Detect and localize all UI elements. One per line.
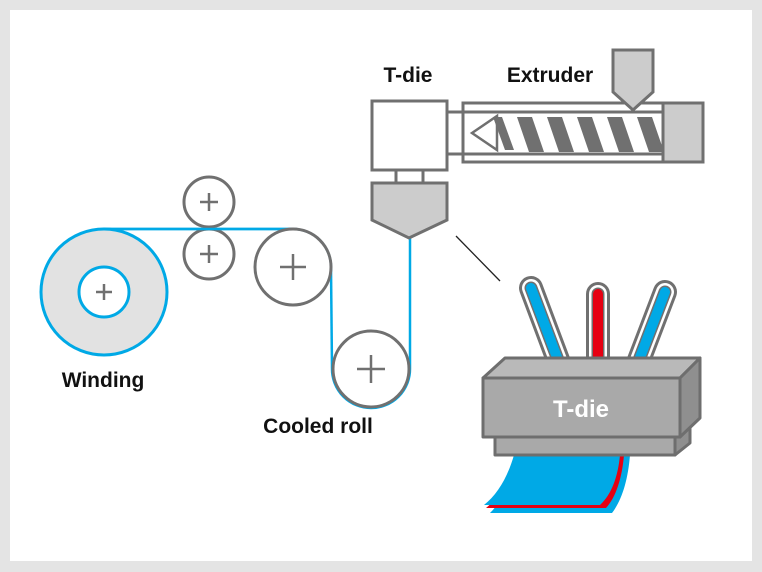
extruder-motor	[661, 101, 705, 164]
extruder-screw	[469, 113, 662, 153]
nip-roller-upper	[182, 175, 236, 229]
extruder-label: Extruder	[507, 64, 593, 87]
diagram-canvas: T-die T-die Extruder Winding Cooled roll	[10, 10, 752, 561]
guide-roller	[253, 227, 333, 307]
cooled-roll	[331, 329, 411, 409]
film-sheet-front	[484, 455, 620, 505]
t-die-nozzle	[370, 181, 449, 240]
plus-icon	[200, 193, 218, 211]
t-die-label: T-die	[383, 64, 432, 87]
plus-icon	[200, 245, 218, 263]
plus-icon	[357, 355, 385, 383]
winding-roll	[39, 227, 169, 357]
plus-icon	[280, 254, 306, 280]
t-die-neck	[394, 168, 425, 185]
feed-channel-right	[624, 280, 677, 380]
t-die-body	[370, 99, 449, 172]
detail-leader-line	[455, 235, 501, 282]
die-front-face	[481, 376, 682, 439]
die-top-face	[481, 356, 702, 380]
nip-roller-lower	[182, 227, 236, 281]
winding-label: Winding	[62, 369, 145, 392]
hopper	[611, 48, 655, 113]
film-segment-cooled-to-guide	[329, 267, 334, 370]
plus-icon	[96, 284, 112, 300]
cooled-roll-label: Cooled roll	[263, 415, 373, 438]
feed-channel-left	[519, 276, 573, 380]
extruder-assembly	[370, 48, 705, 240]
connector-pipe	[445, 110, 465, 156]
t-die-detail-label: T-die	[553, 396, 609, 423]
t-die-detail: T-die	[481, 276, 702, 513]
die-lip	[493, 435, 677, 457]
